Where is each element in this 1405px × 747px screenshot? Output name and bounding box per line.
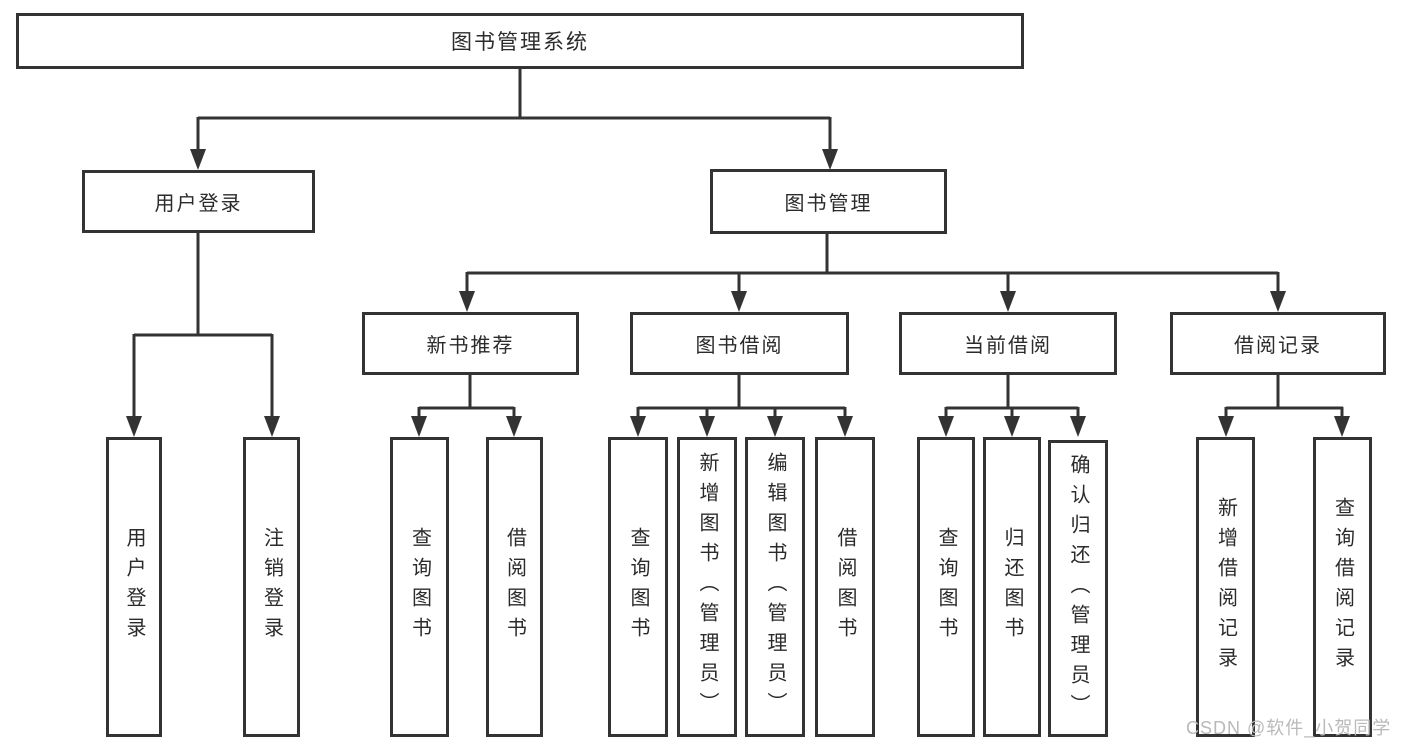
connector-bookmgmt-to-level3: [465, 234, 1280, 294]
leaf-return-book: 归还图书: [983, 437, 1041, 737]
connector-bookborrow-to-leaves: [636, 375, 847, 419]
node-current-borrow: 当前借阅: [899, 312, 1117, 375]
leaf-query-books-current: 查询图书: [917, 437, 975, 737]
csdn-watermark: CSDN @软件_小贺同学: [1186, 718, 1392, 738]
leaf-query-books-recommend: 查询图书: [390, 437, 449, 737]
node-book-management: 图书管理: [710, 169, 947, 234]
connector-newbook-to-leaves: [417, 375, 516, 419]
leaf-logout: 注销登录: [243, 437, 300, 737]
node-new-book-recommend: 新书推荐: [362, 312, 579, 375]
leaf-query-books-borrow: 查询图书: [608, 437, 668, 737]
node-root: 图书管理系统: [16, 13, 1024, 69]
connector-borrowrecords-to-leaves: [1224, 375, 1344, 419]
leaf-add-borrow-record: 新增借阅记录: [1196, 437, 1255, 737]
node-borrow-records: 借阅记录: [1170, 312, 1386, 375]
leaf-add-book-admin: 新增图书（管理员）: [677, 437, 737, 737]
connector-root-to-level2: [196, 69, 832, 152]
leaf-query-borrow-record: 查询借阅记录: [1313, 437, 1372, 737]
leaf-user-login: 用户登录: [106, 437, 162, 737]
leaf-borrow-books-borrow: 借阅图书: [815, 437, 875, 737]
leaf-confirm-return-admin: 确认归还（管理员）: [1048, 440, 1108, 737]
leaf-edit-book-admin: 编辑图书（管理员）: [745, 437, 805, 737]
connector-userlogin-to-leaves: [132, 233, 274, 419]
leaf-borrow-books-recommend: 借阅图书: [486, 437, 543, 737]
node-user-login-branch: 用户登录: [82, 170, 315, 233]
connector-currentborrow-to-leaves: [944, 375, 1080, 419]
node-book-borrow: 图书借阅: [630, 312, 849, 375]
